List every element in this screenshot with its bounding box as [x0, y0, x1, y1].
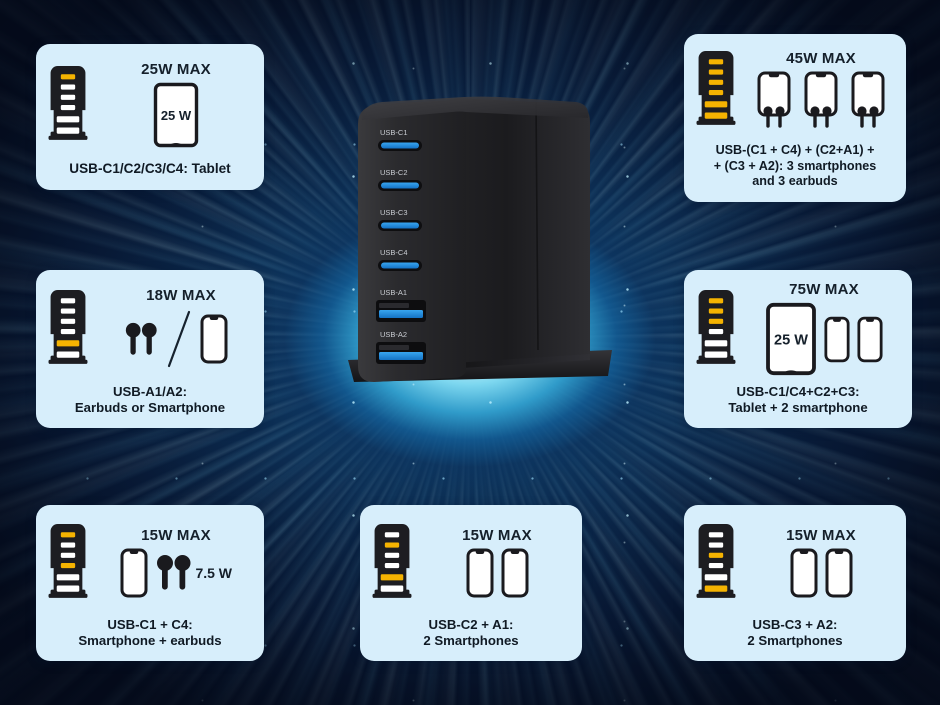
- charger-port-group: USB-C1 USB-C2 USB-C3 US: [376, 128, 426, 364]
- callout-tower: [46, 522, 90, 604]
- smartphone-with-earbuds-icon: [804, 71, 838, 128]
- device-icon-row: [466, 548, 529, 598]
- callout-caption: USB-C2 + A1: 2 Smartphones: [423, 616, 519, 648]
- callout-devices: 25W MAX 25 W: [98, 61, 254, 148]
- callout-tower: [694, 288, 738, 370]
- charger-top-bevel: [362, 96, 589, 120]
- charger-port-usb-a2: USB-A2: [376, 330, 426, 364]
- callout-tower: [46, 288, 90, 370]
- callout-body: 15W MAX 7.5 W: [46, 515, 254, 611]
- charger-port-label: USB-A2: [380, 330, 407, 339]
- max-power-label: 75W MAX: [789, 281, 859, 299]
- tablet-watt-label: 25 W: [774, 333, 808, 349]
- charger-port-label: USB-C4: [380, 248, 408, 257]
- callout-caption: USB-C1/C4+C2+C3: Tablet + 2 smartphone: [728, 383, 868, 415]
- smartphone-icon: [824, 316, 850, 363]
- or-separator-icon: [168, 311, 191, 368]
- callout-tower: [694, 49, 738, 131]
- callout-caption: USB-A1/A2: Earbuds or Smartphone: [74, 383, 226, 415]
- callout-devices: 15W MAX: [746, 527, 896, 598]
- device-icon-row: 25 W: [765, 302, 883, 376]
- callout-devices: 45W MAX: [746, 50, 896, 131]
- max-power-label: 15W MAX: [462, 527, 532, 545]
- charger-tower-icon: [372, 523, 412, 598]
- smartphone-icon: [825, 548, 852, 598]
- callout-body: 25W MAX 25 W: [46, 54, 254, 155]
- charger-tower-icon: [696, 289, 736, 364]
- charger-port-label: USB-C2: [380, 168, 408, 177]
- callout-card-15w-c2-a1: 15W MAX USB-C2 + A1: 2 Smartphones: [360, 505, 582, 661]
- smartphone-icon: [790, 548, 817, 598]
- callout-caption: USB-C1/C2/C3/C4: Tablet: [69, 161, 231, 177]
- tablet-watt-label: 25 W: [161, 108, 192, 123]
- callout-body: 15W MAX: [370, 515, 572, 611]
- charger-port-usb-c4: USB-C4: [378, 248, 422, 271]
- smartphone-icon: [466, 548, 493, 598]
- callout-body: 75W MAX 25 W: [694, 280, 902, 378]
- callout-card-15w-c1-c4: 15W MAX 7.5 W USB-C1 + C4: Smartphone + …: [36, 505, 264, 661]
- callout-caption: USB-(C1 + C4) + (C2+A1) + + (C3 + A2): 3…: [713, 142, 877, 189]
- device-icon-row: [754, 71, 888, 131]
- device-icon-row: 25 W: [153, 82, 199, 148]
- charger-port-usb-a1: USB-A1: [376, 288, 426, 322]
- callout-tower: [370, 522, 414, 604]
- charger-port-label: USB-C3: [380, 208, 408, 217]
- smartphone-icon: [200, 314, 228, 364]
- tablet-icon: 25 W: [153, 83, 199, 148]
- callout-devices: 15W MAX 7.5 W: [98, 527, 254, 598]
- smartphone-with-earbuds-icon: [757, 71, 791, 128]
- charger-port-usb-c1: USB-C1: [378, 128, 422, 151]
- callout-body: 18W MAX: [46, 280, 254, 378]
- earbuds-icon: [156, 555, 191, 591]
- callout-devices: 75W MAX 25 W: [746, 281, 902, 376]
- max-power-label: 15W MAX: [141, 527, 211, 545]
- callout-card-75w: 75W MAX 25 W USB-C1/C4+C2+C3: Tablet + 2…: [684, 270, 912, 428]
- max-power-label: 45W MAX: [786, 49, 856, 67]
- charger-port-label: USB-A1: [380, 288, 407, 297]
- callout-card-25w: 25W MAX 25 W USB-C1/C2/C3/C4: Tablet: [36, 44, 264, 190]
- charger-body-seam: [535, 101, 539, 351]
- charger-port-label: USB-C1: [380, 128, 408, 137]
- smartphone-icon: [857, 316, 883, 363]
- charger-tower-icon: [696, 51, 736, 126]
- callout-caption: USB-C3 + A2: 2 Smartphones: [747, 616, 843, 648]
- callout-tower: [694, 522, 738, 604]
- earbuds-watt-label: 7.5 W: [195, 565, 233, 582]
- device-icon-row: [124, 308, 229, 370]
- max-power-label: 18W MAX: [146, 287, 216, 305]
- callout-body: 45W MAX: [694, 44, 896, 137]
- callout-caption: USB-C1 + C4: Smartphone + earbuds: [78, 616, 222, 648]
- callout-card-45w: 45W MAX USB-(C1 + C4) + (C2+A1: [684, 34, 906, 202]
- charger-tower-icon: [48, 523, 88, 598]
- earbuds-with-watt: 7.5 W: [155, 553, 232, 593]
- charger-tower-icon: [48, 65, 88, 140]
- max-power-label: 25W MAX: [141, 61, 211, 79]
- smartphone-icon: [501, 548, 528, 598]
- charging-station-product-image: USB-C1 USB-C2 USB-C3 US: [340, 78, 620, 398]
- max-power-label: 15W MAX: [786, 527, 856, 545]
- callout-body: 15W MAX: [694, 515, 896, 611]
- earbuds-icon: [125, 322, 157, 355]
- smartphone-with-earbuds-icon: [851, 71, 885, 128]
- charger-port-usb-c3: USB-C3: [378, 208, 422, 231]
- tablet-icon: 25 W: [766, 303, 816, 376]
- callout-card-15w-c3-a2: 15W MAX USB-C3 + A2: 2 Smartphones: [684, 505, 906, 661]
- device-icon-row: [790, 548, 853, 598]
- callout-card-18w: 18W MAX USB-A1/A2: Earbuds or Smartphone: [36, 270, 264, 428]
- charger-tower-icon: [696, 523, 736, 598]
- charger-illustration: USB-C1 USB-C2 USB-C3 US: [348, 96, 612, 382]
- charger-port-usb-c2: USB-C2: [378, 168, 422, 191]
- callout-tower: [46, 64, 90, 146]
- callout-devices: 18W MAX: [98, 287, 254, 370]
- charger-body-side: [438, 98, 590, 364]
- callout-devices: 15W MAX: [422, 527, 572, 598]
- smartphone-icon: [120, 548, 148, 598]
- device-icon-row: 7.5 W: [120, 548, 232, 598]
- charger-tower-icon: [48, 289, 88, 364]
